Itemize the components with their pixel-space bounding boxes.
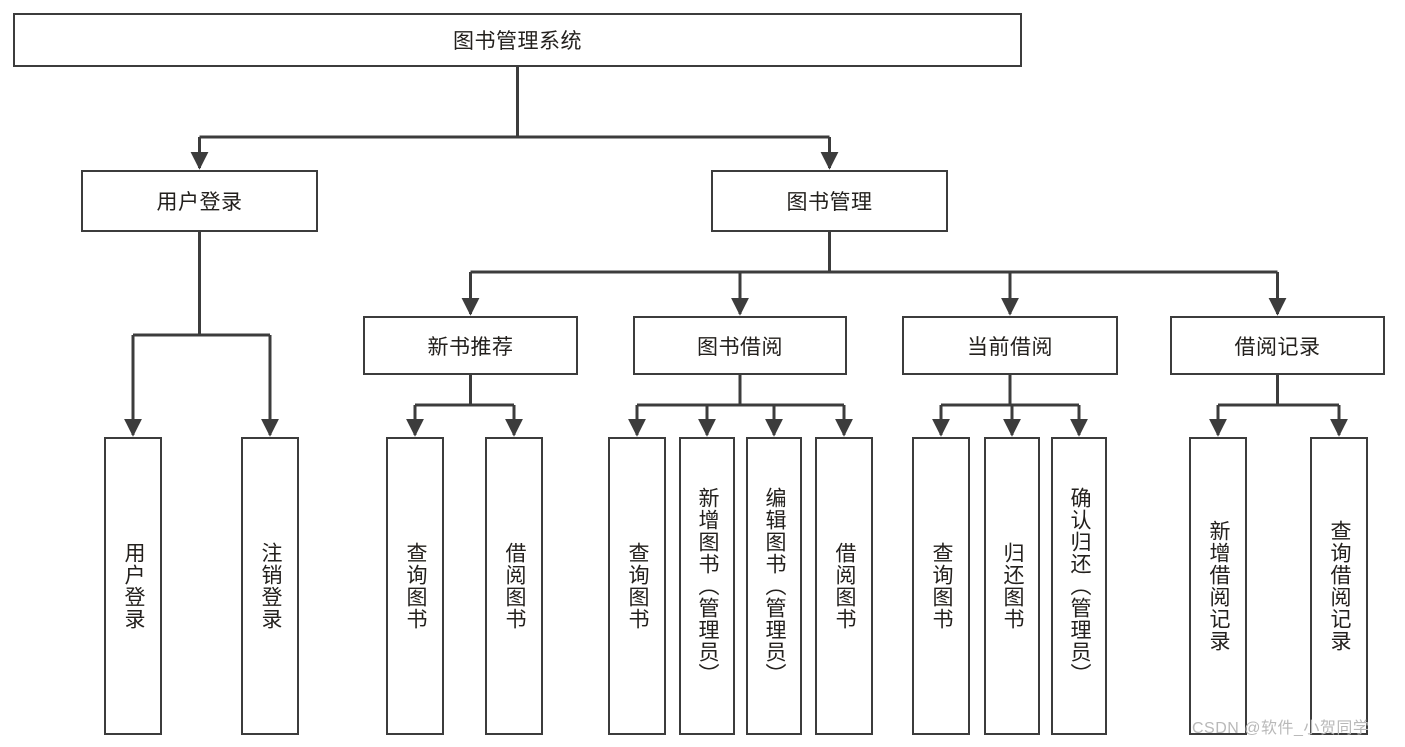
node-label: 查询借阅记录 [1328, 520, 1352, 652]
node-leaf-10[interactable]: 确认归还（管理员） [1051, 437, 1107, 735]
node-leaf-7[interactable]: 借阅图书 [815, 437, 873, 735]
node-leaf-6[interactable]: 编辑图书（管理员） [746, 437, 802, 735]
node-level2-1[interactable]: 图书管理 [711, 170, 948, 232]
node-label: 注销登录 [259, 542, 283, 630]
node-leaf-11[interactable]: 新增借阅记录 [1189, 437, 1247, 735]
node-label: 确认归还（管理员） [1068, 487, 1092, 685]
node-level3-1[interactable]: 图书借阅 [633, 316, 847, 375]
node-label: 用户登录 [122, 542, 146, 630]
node-label: 查询图书 [404, 542, 428, 630]
node-level3-3[interactable]: 借阅记录 [1170, 316, 1385, 375]
node-label: 查询图书 [930, 542, 954, 630]
node-label: 借阅图书 [503, 542, 527, 630]
node-leaf-3[interactable]: 借阅图书 [485, 437, 543, 735]
node-label: 借阅图书 [833, 542, 857, 630]
node-leaf-5[interactable]: 新增图书（管理员） [679, 437, 735, 735]
node-leaf-9[interactable]: 归还图书 [984, 437, 1040, 735]
node-label: 当前借阅 [967, 335, 1053, 359]
node-label: 新增图书（管理员） [696, 487, 720, 685]
node-label: 新书推荐 [427, 335, 514, 359]
node-leaf-0[interactable]: 用户登录 [104, 437, 162, 735]
node-root[interactable]: 图书管理系统 [13, 13, 1022, 67]
node-label: 归还图书 [1001, 542, 1025, 630]
node-label: 新增借阅记录 [1207, 520, 1231, 652]
node-leaf-4[interactable]: 查询图书 [608, 437, 666, 735]
node-leaf-8[interactable]: 查询图书 [912, 437, 970, 735]
node-label: 编辑图书（管理员） [763, 487, 787, 685]
node-label: 图书管理 [786, 191, 873, 214]
node-label: 图书借阅 [697, 335, 783, 359]
csdn-watermark: CSDN @软件_小贺同学 [1192, 720, 1370, 737]
node-label: 借阅记录 [1234, 335, 1321, 359]
node-leaf-2[interactable]: 查询图书 [386, 437, 444, 735]
node-level2-0[interactable]: 用户登录 [81, 170, 318, 232]
node-level3-2[interactable]: 当前借阅 [902, 316, 1118, 375]
node-label: 图书管理系统 [453, 30, 582, 53]
node-label: 查询图书 [626, 542, 650, 630]
node-leaf-12[interactable]: 查询借阅记录 [1310, 437, 1368, 735]
node-level3-0[interactable]: 新书推荐 [363, 316, 578, 375]
node-leaf-1[interactable]: 注销登录 [241, 437, 299, 735]
node-label: 用户登录 [156, 191, 243, 214]
